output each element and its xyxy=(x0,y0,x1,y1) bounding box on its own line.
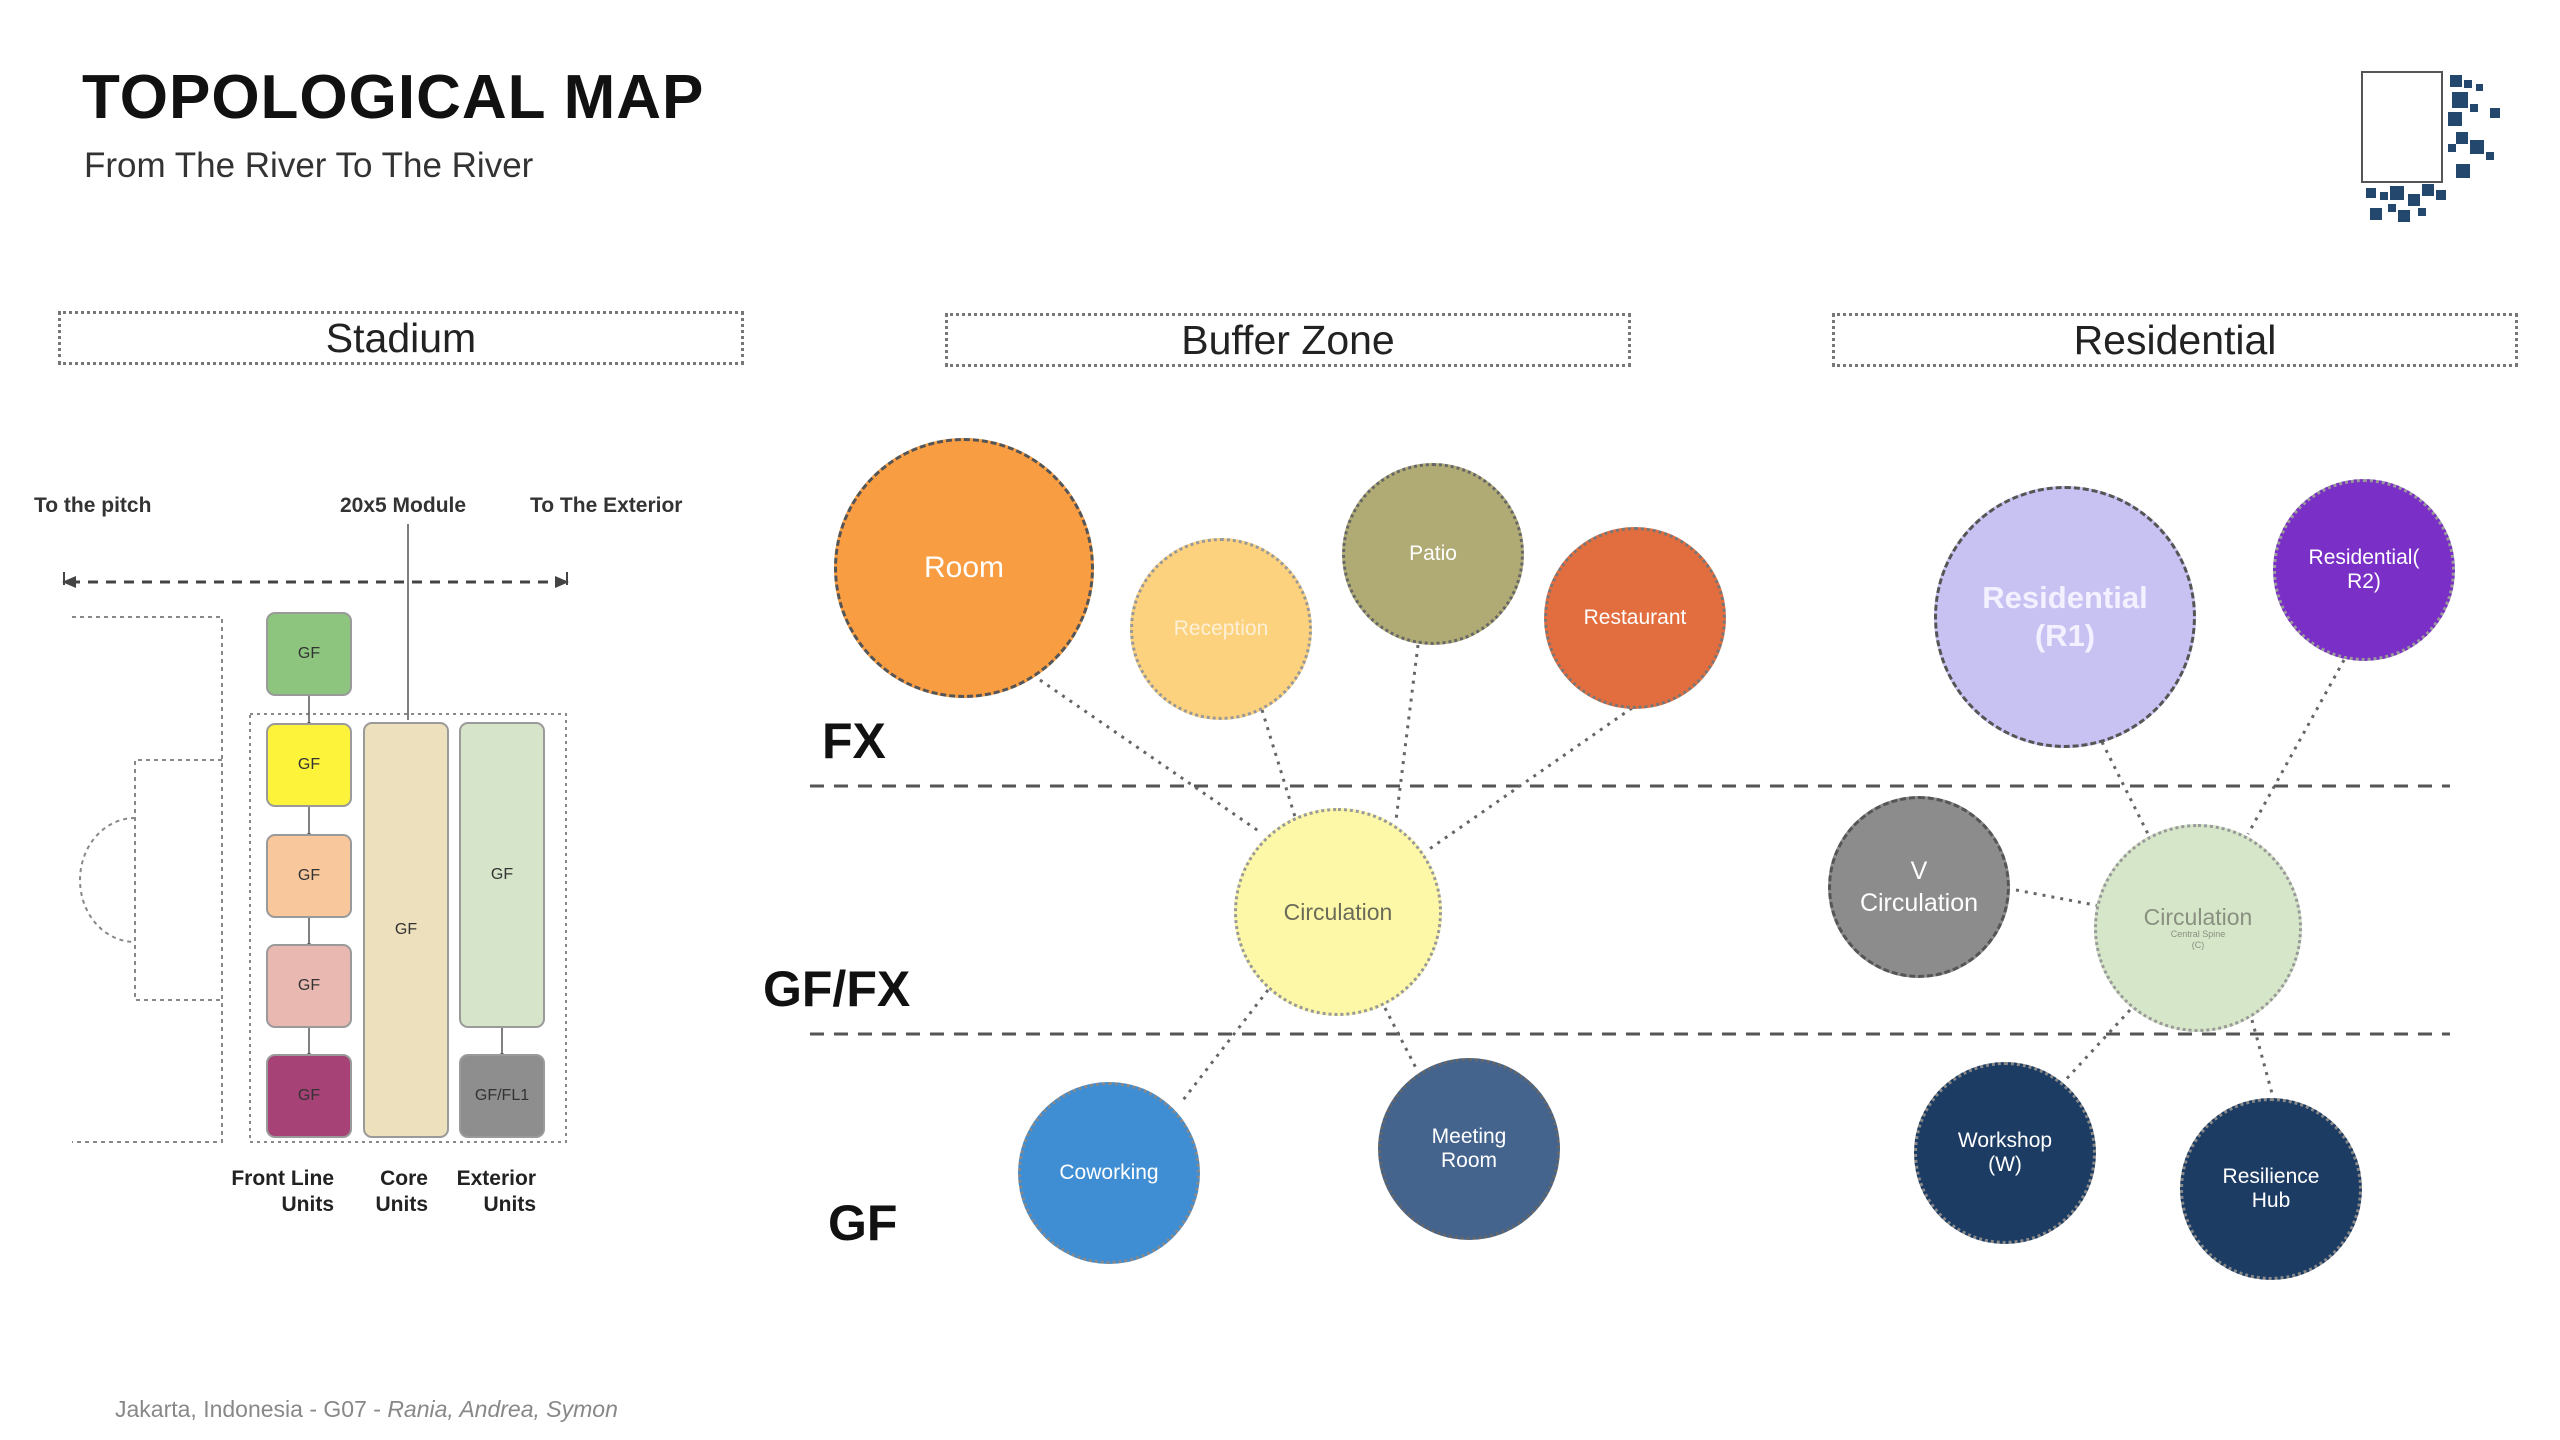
node-workshop: Workshop (W) xyxy=(1914,1062,2096,1244)
node-residential-circulation: Circulation Central Spine (C) xyxy=(2094,824,2302,1032)
front-line-unit-2: GF xyxy=(266,723,352,807)
section-stadium: Stadium xyxy=(58,311,744,365)
node-room: Room xyxy=(834,438,1094,698)
pixel-logo-icon xyxy=(2360,70,2520,230)
footer-credit: Jakarta, Indonesia - G07 - Rania, Andrea… xyxy=(115,1396,618,1422)
page-title: TOPOLOGICAL MAP xyxy=(82,63,705,132)
caption-exterior-units: Exterior Units xyxy=(456,1167,536,1216)
node-restaurant: Restaurant xyxy=(1544,527,1726,709)
level-label-fx: FX xyxy=(822,713,886,769)
exterior-unit-1: GF xyxy=(459,722,545,1028)
node-v-circulation: V Circulation xyxy=(1828,796,2010,978)
node-reception: Reception xyxy=(1130,538,1312,720)
section-residential: Residential xyxy=(1832,313,2518,367)
front-line-unit-3: GF xyxy=(266,834,352,918)
node-residential-r2: Residential( R2) xyxy=(2273,479,2455,661)
node-resilience-hub: Resilience Hub xyxy=(2180,1098,2362,1280)
front-line-unit-4: GF xyxy=(266,944,352,1028)
exterior-unit-2: GF/FL1 xyxy=(459,1054,545,1138)
label-to-the-pitch: To the pitch xyxy=(34,494,152,517)
level-label-gf: GF xyxy=(828,1195,898,1251)
front-line-unit-5: GF xyxy=(266,1054,352,1138)
node-meeting-room: Meeting Room xyxy=(1378,1058,1560,1240)
level-label-gf-fx: GF/FX xyxy=(763,961,911,1017)
caption-core-units: Core Units xyxy=(375,1167,429,1216)
node-residential-r1: Residential (R1) xyxy=(1934,486,2196,748)
core-unit: GF xyxy=(363,722,449,1138)
page-subtitle: From The River To The River xyxy=(84,146,534,185)
node-circulation: Circulation xyxy=(1234,808,1442,1016)
label-to-the-exterior: To The Exterior xyxy=(530,494,683,517)
node-coworking: Coworking xyxy=(1018,1082,1200,1264)
node-patio: Patio xyxy=(1342,463,1524,645)
section-buffer-zone: Buffer Zone xyxy=(945,313,1631,367)
label-module: 20x5 Module xyxy=(340,494,467,517)
front-line-unit-1: GF xyxy=(266,612,352,696)
caption-front-line-units: Front Line Units xyxy=(231,1167,334,1216)
